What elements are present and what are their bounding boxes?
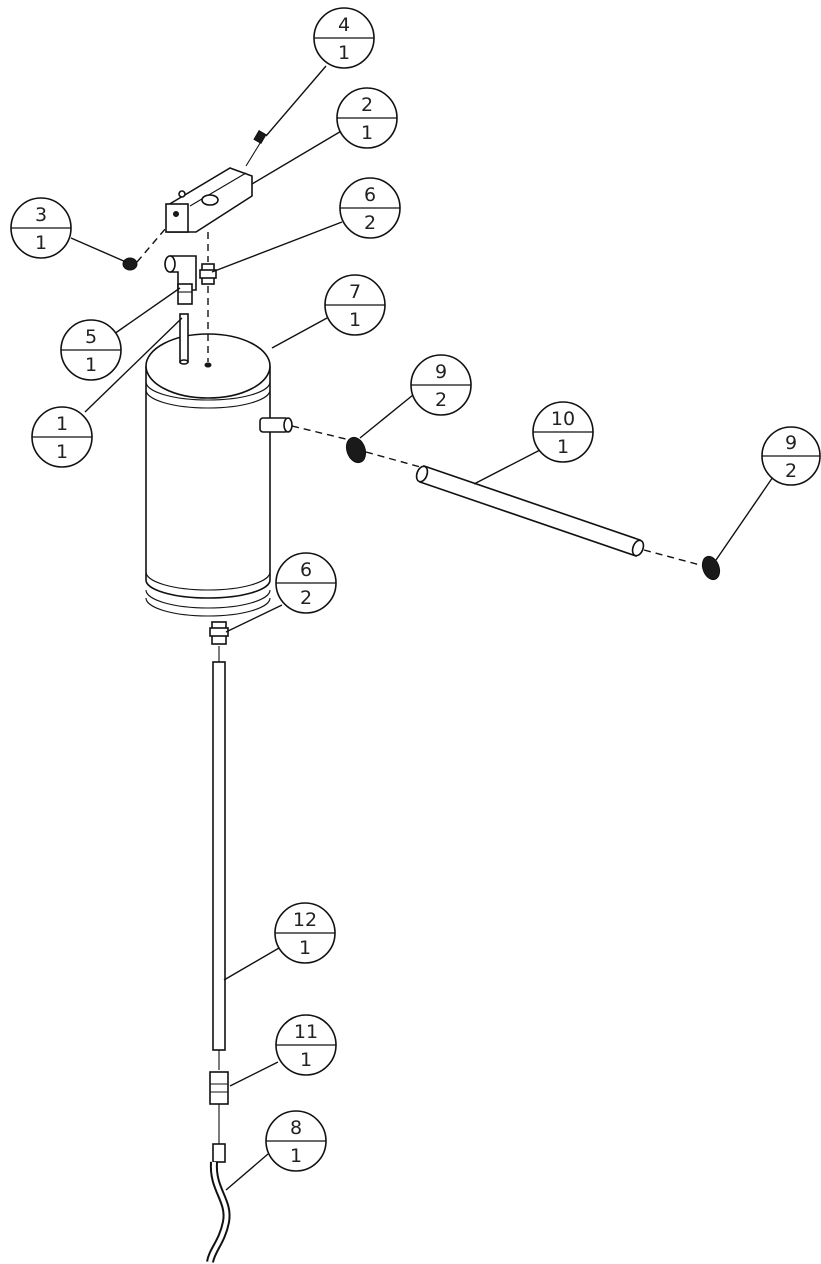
balloon-item-number: 9 (435, 361, 447, 383)
balloon-item-number: 4 (338, 14, 350, 36)
hose-clamp-left (345, 436, 367, 464)
balloon-item-number: 1 (56, 413, 68, 435)
balloon-quantity: 1 (299, 937, 311, 959)
balloon-quantity: 1 (35, 232, 47, 254)
balloon-item-7: 7 1 (324, 274, 386, 336)
hose-clamp-right (701, 555, 721, 581)
balloon-item-number: 7 (349, 281, 361, 303)
balloon-item-number: 10 (551, 408, 575, 430)
balloon-item-3: 3 1 (10, 197, 72, 259)
nut (122, 257, 138, 271)
balloon-quantity: 2 (785, 460, 797, 482)
balloon-item-1: 1 1 (31, 406, 93, 468)
balloon-item-6-bottom: 6 2 (275, 552, 337, 614)
tank-body (145, 333, 271, 617)
balloon-item-4: 4 1 (313, 7, 375, 69)
balloon-item-number: 5 (85, 326, 97, 348)
balloon-item-2: 2 1 (336, 87, 398, 149)
balloon-item-number: 6 (300, 559, 312, 581)
elbow-fitting (164, 255, 197, 305)
balloon-quantity: 1 (338, 42, 350, 64)
tank-side-port (259, 417, 293, 433)
balloon-item-number: 9 (785, 432, 797, 454)
long-tube (212, 646, 226, 1070)
leader-lines (70, 65, 776, 1191)
balloon-item-10: 10 1 (532, 401, 594, 463)
balloon-quantity: 2 (435, 389, 447, 411)
balloon-quantity: 1 (300, 1049, 312, 1071)
balloon-quantity: 1 (349, 309, 361, 331)
balloon-item-number: 12 (293, 909, 317, 931)
balloon-quantity: 1 (85, 354, 97, 376)
balloon-quantity: 1 (290, 1145, 302, 1167)
lower-fitting (209, 621, 229, 645)
balloon-item-8: 8 1 (265, 1110, 327, 1172)
balloon-quantity: 1 (361, 122, 373, 144)
balloon-item-9-right: 9 2 (761, 426, 821, 486)
balloon-quantity: 2 (300, 587, 312, 609)
balloon-item-6-top: 6 2 (339, 177, 401, 239)
balloon-quantity: 1 (557, 436, 569, 458)
balloon-item-9-left: 9 2 (410, 354, 472, 416)
screw (245, 129, 267, 167)
union-fitting (209, 1071, 229, 1144)
balloon-item-11: 11 1 (275, 1014, 337, 1076)
balloon-quantity: 2 (364, 212, 376, 234)
balloon-item-12: 12 1 (274, 902, 336, 964)
balloon-quantity: 1 (56, 441, 68, 463)
balloon-item-number: 2 (361, 94, 373, 116)
balloon-item-5: 5 1 (60, 319, 122, 381)
hose-end (206, 1143, 231, 1263)
balloon-item-number: 8 (290, 1117, 302, 1139)
balloon-item-number: 11 (294, 1021, 318, 1043)
upper-fitting (199, 232, 217, 362)
dip-tube (179, 313, 189, 365)
balloon-item-number: 6 (364, 184, 376, 206)
balloon-item-number: 3 (35, 204, 47, 226)
mounting-bracket (165, 167, 253, 233)
hose (415, 464, 645, 558)
